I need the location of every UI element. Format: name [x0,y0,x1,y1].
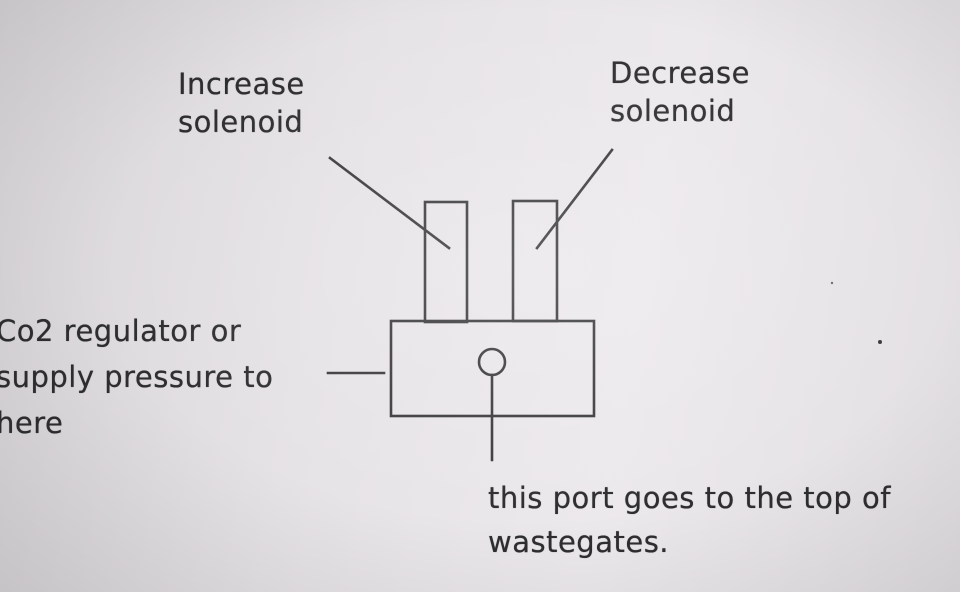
paper-speck [830,281,834,285]
supply-label-line-3: here [0,406,64,440]
supply-pressure-label: Co2 regulator or supply pressure to here [0,308,273,446]
supply-label-line-1: Co2 regulator or [0,314,242,348]
decrease-pointer-line [535,148,614,250]
decrease-solenoid-label: Decrease solenoid [610,54,750,130]
increase-label-line-2: solenoid [178,105,304,139]
increase-label-line-1: Increase [178,67,305,101]
port-label-line-1: this port goes to the top of [488,481,891,515]
increase-solenoid-label: Increase solenoid [178,65,305,141]
port-label-line-2: wastegates. [488,525,670,559]
paper-speck [878,340,882,344]
increase-solenoid-tube [423,200,469,324]
supply-label-line-2: supply pressure to [0,360,274,394]
decrease-solenoid-tube [511,199,559,323]
decrease-label-line-2: solenoid [610,94,736,128]
port-circle [477,347,507,377]
increase-pointer-line [328,156,451,250]
port-description-label: this port goes to the top of wastegates. [488,476,891,564]
decrease-label-line-1: Decrease [610,56,750,90]
